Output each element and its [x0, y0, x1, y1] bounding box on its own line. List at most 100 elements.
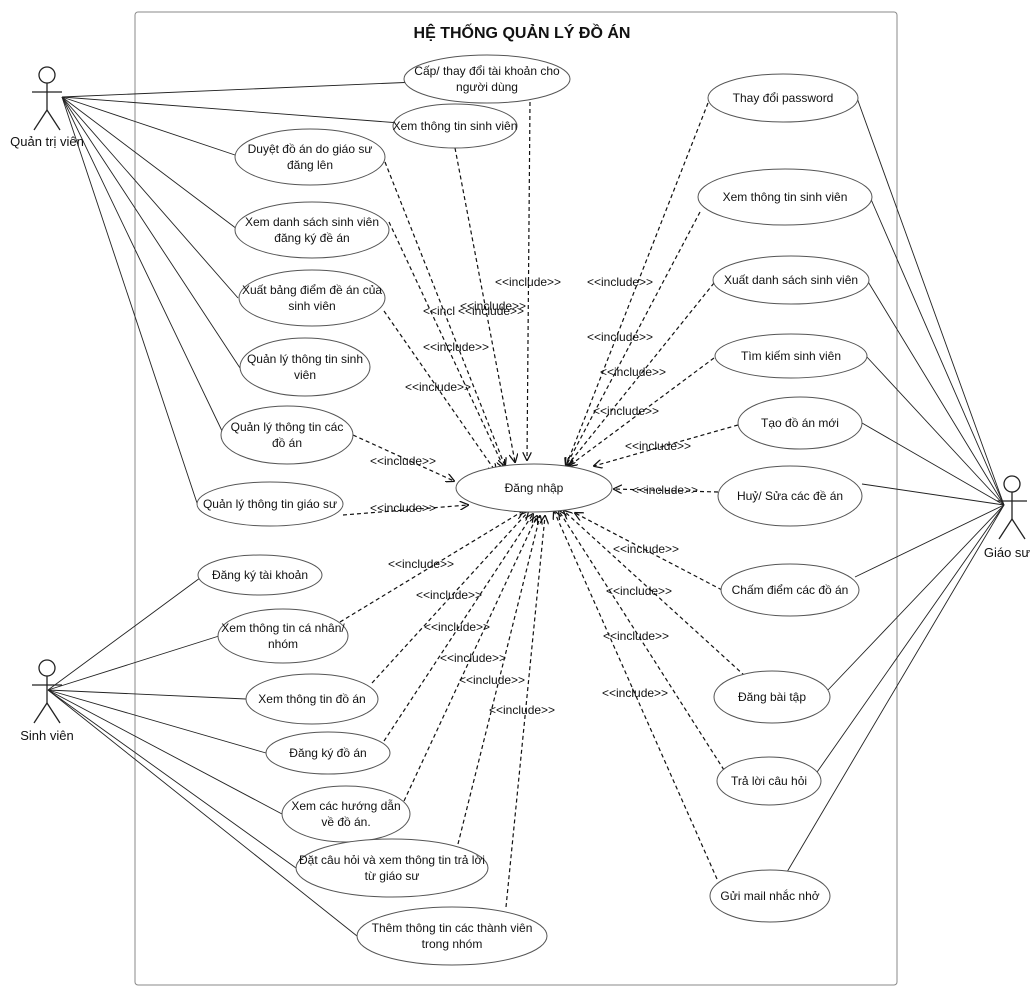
- use-case-shape: [716, 756, 822, 806]
- use-case-huy-sua-de-an[interactable]: Huỷ/ Sửa các đề án: [717, 465, 863, 527]
- include-arrow-dat-cau-hoi: [457, 516, 540, 845]
- include-label-xem-ds-sv: <<include>>: [423, 340, 489, 354]
- include-labels: <<include>><<include>><<include>><<incl<…: [370, 275, 698, 717]
- include-arrow-xem-thong-tin-sv-gs: [566, 211, 701, 466]
- include-label-tra-loi: <<include>>: [603, 629, 669, 643]
- use-case-xem-do-an[interactable]: Xem thông tin đồ án: [245, 673, 379, 725]
- actor-student[interactable]: Sinh viên: [20, 659, 74, 743]
- include-label-xem-ca-nhan: <<include>>: [388, 557, 454, 571]
- association-student-1: [47, 574, 205, 691]
- include-arrow-xem-ds-sv: [388, 221, 504, 468]
- actor-admin[interactable]: Quản trị viên: [10, 66, 84, 149]
- use-case-ql-do-an[interactable]: Quản lý thông tin các đồ án: [220, 405, 354, 465]
- include-label-xuat-ds-sv: <<include>>: [600, 365, 666, 379]
- association-student-2: [47, 635, 220, 691]
- use-case-label: Xem thông tin sinh viên: [723, 190, 848, 204]
- use-case-label: Đăng nhập: [505, 481, 564, 495]
- use-case-shape: [265, 731, 391, 775]
- use-case-shape: [707, 73, 859, 123]
- include-arrow-dang-ky-do-an: [383, 514, 533, 742]
- association-professor-1: [856, 97, 1005, 506]
- include-label-gui-mail: <<include>>: [602, 686, 668, 700]
- use-case-doi-password[interactable]: Thay đổi password: [707, 73, 859, 123]
- use-case-shape: [245, 673, 379, 725]
- include-label-cham-diem: <<include>>: [613, 542, 679, 556]
- association-professor-8: [827, 504, 1005, 691]
- use-case-tim-kiem-sv[interactable]: Tìm kiếm sinh viên: [714, 333, 868, 379]
- include-arrow-xem-huong-dan: [403, 516, 537, 802]
- use-case-label: Duyệt đồ án do giáo sư: [248, 142, 373, 156]
- include-label-duyet-do-an: <<include>>: [458, 304, 524, 318]
- include-label-doi-password: <<include>>: [587, 275, 653, 289]
- use-case-xuat-ds-sv[interactable]: Xuất danh sách sinh viên: [712, 255, 870, 305]
- use-case-dang-ky-tk[interactable]: Đăng ký tài khoản: [197, 554, 323, 596]
- include-dependencies: [339, 101, 746, 908]
- include-label-tim-kiem-sv: <<include>>: [593, 404, 659, 418]
- use-case-ql-giao-su[interactable]: Quản lý thông tin giáo sư: [196, 481, 344, 527]
- use-case-label: Tạo đồ án mới: [761, 416, 839, 430]
- include-label-tao-do-an: <<include>>: [625, 439, 691, 453]
- association-admin-2: [61, 96, 401, 124]
- association-student-4: [47, 689, 267, 754]
- use-case-shape: [197, 554, 323, 596]
- actor-label: Giáo sư: [984, 545, 1031, 560]
- use-case-gui-mail[interactable]: Gửi mail nhắc nhở: [709, 869, 831, 923]
- use-case-tra-loi[interactable]: Trả lời câu hỏi: [716, 756, 822, 806]
- use-case-label: Xuất bảng điểm đề án của: [242, 283, 382, 297]
- include-label-truncated: <<incl: [423, 304, 455, 318]
- use-case-xem-thong-tin-sv-gs[interactable]: Xem thông tin sinh viên: [697, 168, 873, 226]
- use-case-login[interactable]: Đăng nhập: [455, 463, 613, 513]
- use-case-shape: [234, 128, 386, 186]
- use-case-label: Chấm điểm các đồ án: [732, 583, 849, 597]
- use-case-label: viên: [294, 368, 316, 382]
- use-case-shape: [714, 333, 868, 379]
- use-case-label: Quản lý thông tin các: [231, 420, 344, 434]
- use-case-label: về đồ án.: [321, 815, 370, 829]
- include-label-cap-tai-khoan: <<include>>: [495, 275, 561, 289]
- use-case-label: Quản lý thông tin giáo sư: [203, 497, 337, 511]
- use-case-xuat-bang-diem[interactable]: Xuất bảng điểm đề án của sinh viên: [238, 269, 386, 327]
- include-arrow-doi-password: [566, 102, 709, 466]
- system-title: HỆ THỐNG QUẢN LÝ ĐỒ ÁN: [414, 22, 631, 42]
- use-case-shape: [234, 201, 390, 259]
- use-case-label: nhóm: [268, 637, 298, 651]
- use-case-shape: [717, 465, 863, 527]
- use-case-tao-do-an[interactable]: Tạo đồ án mới: [737, 396, 863, 450]
- association-student-3: [47, 689, 247, 700]
- use-case-label: Thay đổi password: [733, 91, 834, 105]
- use-case-shape: [392, 103, 518, 149]
- include-arrow-duyet-do-an: [384, 161, 505, 466]
- use-case-dang-ky-do-an[interactable]: Đăng ký đồ án: [265, 731, 391, 775]
- use-case-label: Đăng bài tập: [738, 690, 806, 704]
- association-admin-4: [61, 96, 238, 230]
- use-case-cham-diem[interactable]: Chấm điểm các đồ án: [720, 563, 860, 617]
- association-professor-9: [814, 504, 1005, 776]
- association-lines: [47, 80, 1005, 937]
- use-case-shape: [697, 168, 873, 226]
- include-label-ql-giao-su: <<include>>: [370, 501, 436, 515]
- include-label-xem-thong-tin-sv-admin: <<include>>: [460, 299, 526, 313]
- use-case-xem-thong-tin-sv-admin[interactable]: Xem thông tin sinh viên: [392, 103, 518, 149]
- use-case-shape: [220, 405, 354, 465]
- include-arrow-them-thanh-vien: [505, 516, 545, 908]
- use-case-label: Gửi mail nhắc nhở: [720, 888, 819, 903]
- use-case-label: Đăng ký tài khoản: [212, 568, 308, 582]
- actor-professor[interactable]: Giáo sư: [984, 475, 1031, 560]
- use-case-label: đồ án: [272, 436, 302, 450]
- include-arrow-tim-kiem-sv: [569, 357, 715, 466]
- use-case-label: Đặt câu hỏi và xem thông tin trả lời: [299, 853, 485, 867]
- use-case-xem-ca-nhan[interactable]: Xem thông tin cá nhân/nhóm: [217, 608, 349, 664]
- include-arrow-xem-do-an: [371, 512, 528, 684]
- use-case-label: sinh viên: [288, 299, 335, 313]
- include-arrow-xem-ca-nhan: [339, 511, 523, 623]
- include-arrow-huy-sua-de-an: [614, 489, 719, 492]
- use-case-label: trong nhóm: [422, 937, 483, 951]
- use-case-dang-bai-tap[interactable]: Đăng bài tập: [713, 670, 831, 724]
